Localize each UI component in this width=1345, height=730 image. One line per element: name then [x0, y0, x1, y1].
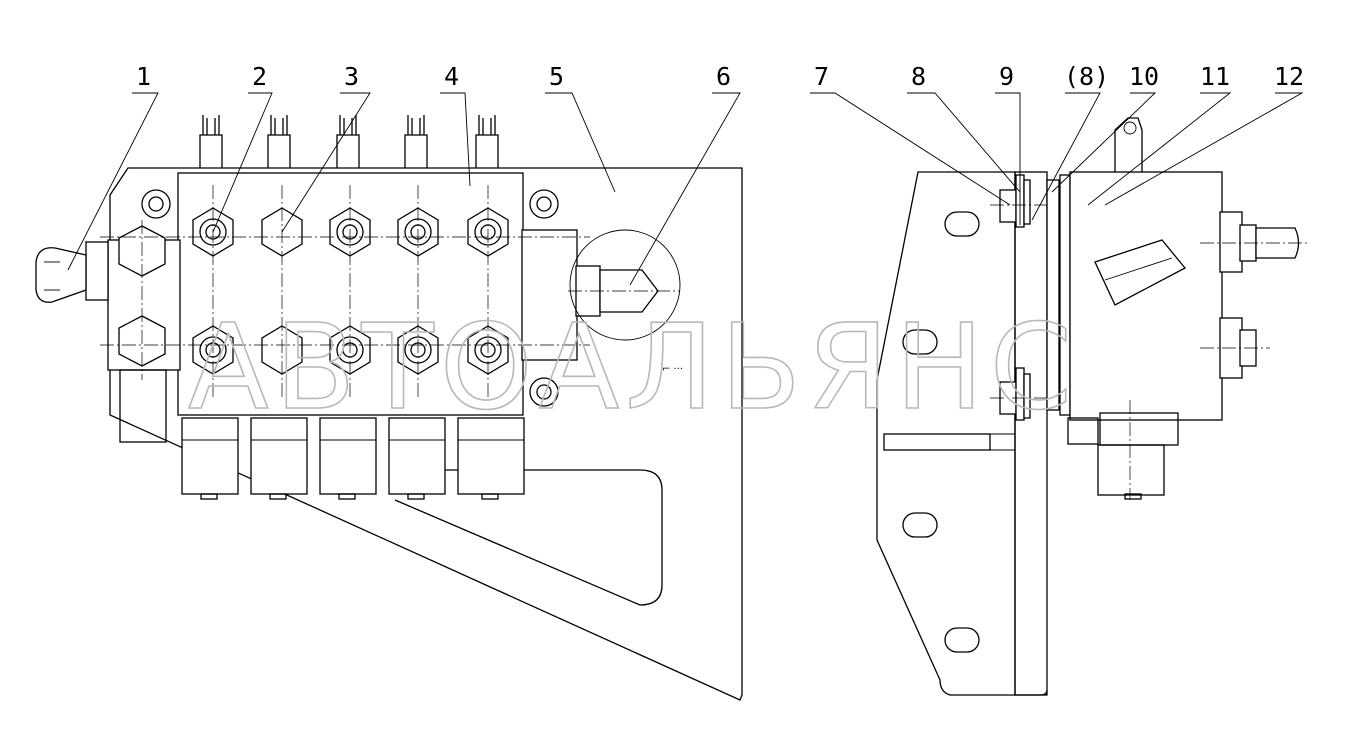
- side-bracket: [876, 171, 1016, 696]
- side-valve-body: [1069, 171, 1223, 421]
- bracket-slot: [394, 469, 663, 606]
- bracket-plate: [109, 167, 743, 701]
- callout-12: 12: [1274, 62, 1304, 91]
- callout-9: 9: [999, 62, 1014, 91]
- bracket-foot: [119, 369, 167, 443]
- callout-7: 7: [814, 62, 829, 91]
- callout-4: 4: [444, 62, 459, 91]
- callout-5: 5: [549, 62, 564, 91]
- callout-8-paren: (8): [1064, 62, 1109, 91]
- callout-11: 11: [1200, 62, 1230, 91]
- callout-1: 1: [136, 62, 151, 91]
- watermark: АВТОАЛЬЯНС: [188, 298, 1078, 436]
- mounting-bolts: [141, 189, 559, 407]
- callouts: 1 2 3 4 5 6 7 8 9 (8) 10 11 12: [67, 62, 1304, 286]
- callout-6: 6: [716, 62, 731, 91]
- valve-side-block: [521, 229, 578, 361]
- callout-2: 2: [252, 62, 267, 91]
- hose-fitting: [35, 241, 109, 303]
- callout-10: 10: [1129, 62, 1159, 91]
- spool-caps: [181, 417, 525, 500]
- front-view: ⌐ ···: [35, 115, 743, 701]
- callout-8: 8: [911, 62, 926, 91]
- side-fitting: [568, 229, 681, 341]
- svg-text:⌐ ···: ⌐ ···: [662, 364, 683, 375]
- callout-3: 3: [344, 62, 359, 91]
- control-levers: [199, 115, 499, 168]
